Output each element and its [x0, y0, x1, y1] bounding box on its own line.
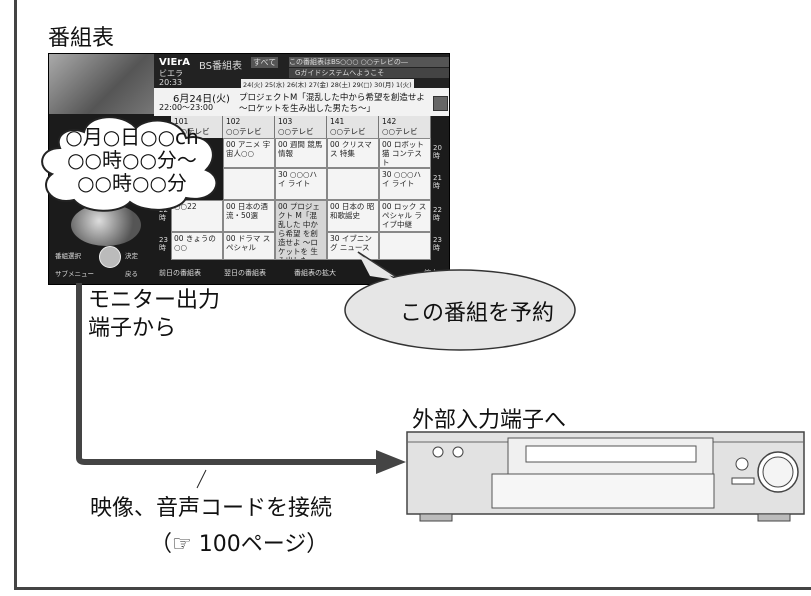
ticker-1: この番組表はBS○○○ ○○テレビの― [289, 57, 449, 67]
channel-small: ビエラ [159, 69, 183, 78]
channel-header: 141○○テレビ [327, 116, 379, 138]
cable-label: 映像、音声コードを接続 [90, 496, 333, 521]
time-small: 20:33 [159, 78, 183, 87]
time-bubble: ○月○日○○ch ○○時○○分～ ○○時○○分 [65, 125, 199, 195]
nav-menu-label: サブメニュー [55, 270, 94, 278]
program-cell[interactable]: 00 ロック スペシャル ライブ中継 [379, 200, 431, 232]
program-cell[interactable]: 30 ○○○ハイ ライト [275, 168, 327, 200]
external-input-label: 外部入力端子へ [412, 408, 567, 433]
hour-label: 22時 [433, 206, 442, 222]
hour-label: 21時 [433, 174, 442, 190]
program-cell[interactable]: 30 イブニング ニュース [327, 232, 379, 260]
program-info [154, 88, 449, 116]
program-cell[interactable]: 00 きょうの ○○ [171, 232, 223, 260]
nav-select-label: 番組選択 [55, 252, 81, 260]
program-cell[interactable] [223, 168, 275, 200]
program-cell[interactable]: 00 ロボット猫 コンテスト [379, 138, 431, 168]
date-strip: 24(火) 25(水) 26(木) 27(金) 28(土) 29(□) 30(月… [241, 79, 414, 89]
title: 番組表 [48, 26, 115, 51]
nav-ok-label: 決定 [125, 252, 138, 260]
foot-prev: 前日の番組表 [159, 269, 201, 277]
guide-mode: BS番組表 [199, 61, 243, 72]
diagram-frame [14, 0, 811, 590]
monitor-output-label: モニター出力 端子から [88, 288, 221, 341]
page-reference: （☞ 100ページ） [150, 532, 329, 557]
program-cell[interactable]: 00 日本の 昭和歌謡史 [327, 200, 379, 232]
reserve-bubble: この番組を予約 [400, 301, 555, 326]
program-cell[interactable] [327, 168, 379, 200]
program-cell[interactable]: 00 クリスマス 特集 [327, 138, 379, 168]
foot-next: 翌日の番組表 [224, 269, 266, 277]
time-range: 22:00～23:00 [159, 103, 214, 112]
program-cell[interactable]: 00 日本の酒 流・50選 [223, 200, 275, 232]
program-cell[interactable] [379, 232, 431, 260]
program-cell[interactable]: 00 ドラマ スペシャル [223, 232, 275, 260]
selected-program-cell[interactable]: 00 プロジェクト M「混乱した 中から希望 を創造せよ ～ロケットを 生み出し… [275, 200, 327, 260]
vcr-device [406, 431, 805, 522]
program-cell[interactable]: 30 ○○○ハイ ライト [379, 168, 431, 200]
program-cell[interactable]: 00 週間 競馬情報 [275, 138, 327, 168]
channel-header: 103○○テレビ [275, 116, 327, 138]
time-bubble-shape [41, 116, 218, 212]
date-main: 6月24日(火) [173, 94, 230, 105]
thumbnail-icon [433, 96, 448, 111]
reserve-bubble-shape [344, 251, 576, 351]
nav-back-label: 戻る [125, 270, 138, 278]
foot-zoom: 番組表の拡大 [294, 269, 336, 277]
brand-logo: VIErA [159, 57, 190, 68]
hour-label: 23時 [433, 236, 442, 252]
category-tab: すべて [251, 57, 279, 68]
program-title-2: ～ロケットを生み出した男たち～」 [239, 104, 376, 114]
channel-header: 102○○テレビ [223, 116, 275, 138]
hour-label-left: 23時 [159, 236, 168, 252]
preview-thumbnail [49, 54, 154, 114]
program-cell[interactable]: 00 アニメ 宇宙人○○ [223, 138, 275, 168]
dpad-icon [99, 246, 121, 268]
hour-label: 20時 [433, 144, 442, 160]
ticker-2: Gガイドシステムへようこそ [289, 68, 449, 78]
program-title-1: プロジェクトM「混乱した中から希望を創造せよ [239, 93, 425, 103]
channel-header: 142○○テレビ [379, 116, 431, 138]
tv-screen: VIErA BS番組表 すべて この番組表はBS○○○ ○○テレビの― Gガイド… [48, 53, 450, 285]
